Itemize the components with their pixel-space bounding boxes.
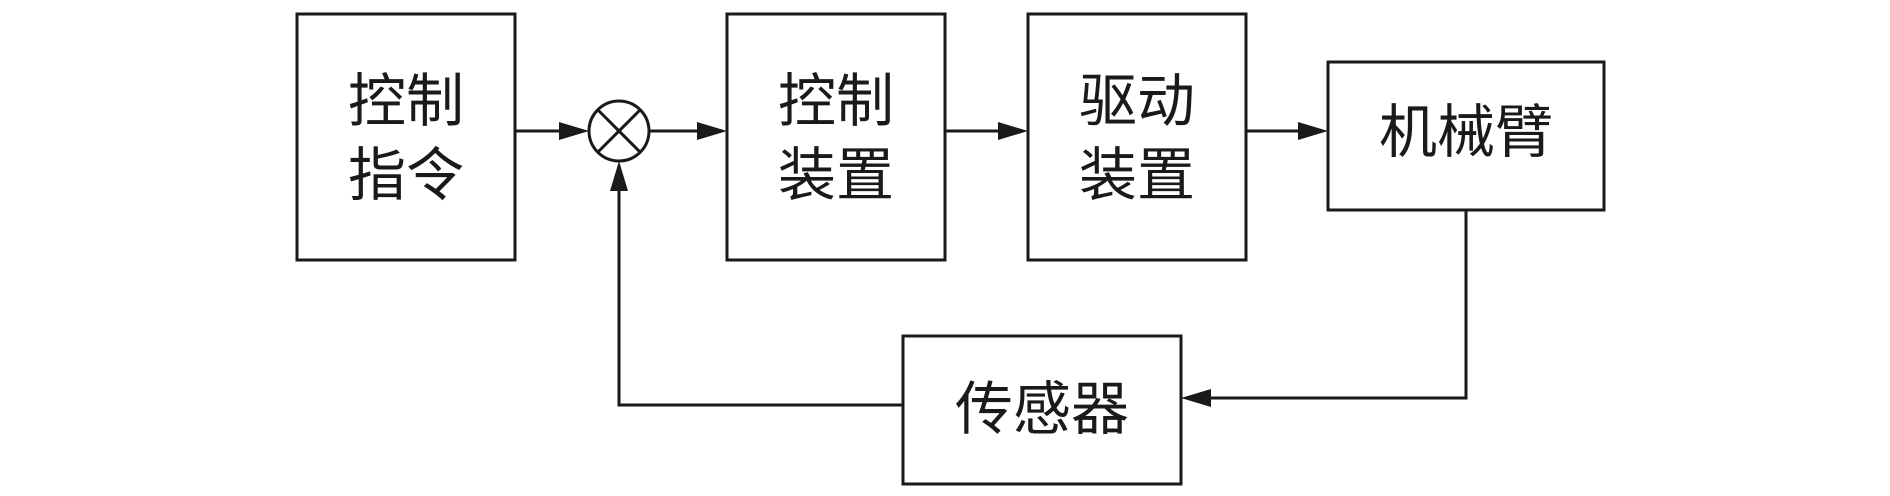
controller-block-label-line1: 控制 (778, 67, 894, 135)
summing-junction (587, 99, 651, 163)
driver-block-label-line1: 驱动 (1079, 67, 1195, 135)
summing-junction-cross-b (596, 108, 642, 154)
controller-block-label-line2: 装置 (778, 141, 894, 209)
arrow-command-to-junction (515, 122, 589, 140)
command-block-label-line2: 指令 (348, 141, 464, 209)
driver-block-label-line2: 装置 (1079, 141, 1195, 209)
arrow-sensor-to-junction (610, 161, 903, 407)
arrow-arm-to-sensor-head (1181, 389, 1211, 407)
arrow-arm-to-sensor-line (1206, 210, 1468, 400)
driver-block: 驱动 装置 (1026, 12, 1248, 262)
arrow-driver-to-arm (1246, 122, 1328, 140)
arm-block-label: 机械臂 (1379, 98, 1553, 166)
command-block-box (295, 12, 517, 262)
arrow-controller-to-driver (945, 122, 1028, 140)
arm-block: 机械臂 (1326, 60, 1606, 212)
driver-block-box (1026, 12, 1248, 262)
arrow-arm-to-sensor (1181, 210, 1468, 407)
controller-block: 控制 装置 (725, 12, 947, 262)
controller-block-box (725, 12, 947, 262)
arrow-junction-to-controller (649, 122, 727, 140)
arrow-driver-to-arm-head (1298, 122, 1328, 140)
command-block-label-line1: 控制 (348, 67, 464, 135)
arrow-command-to-junction-head (559, 122, 589, 140)
sensor-block-box (901, 334, 1183, 486)
arrow-controller-to-driver-head (998, 122, 1028, 140)
arrow-sensor-to-junction-line (617, 186, 903, 407)
arm-block-box (1326, 60, 1606, 212)
sensor-block-label: 传感器 (955, 375, 1129, 443)
sensor-block: 传感器 (901, 334, 1183, 486)
arrow-sensor-to-junction-head (610, 161, 628, 191)
command-block: 控制 指令 (295, 12, 517, 262)
arrow-junction-to-controller-head (697, 122, 727, 140)
